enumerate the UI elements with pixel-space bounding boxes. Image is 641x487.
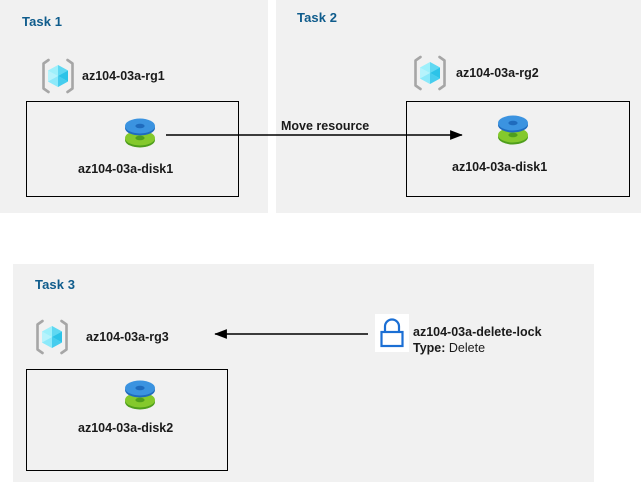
task-2-title: Task 2 [297,10,338,25]
resource-group-icon [39,57,77,95]
lock-type-value: Delete [448,341,486,355]
panel-task-3 [13,264,594,482]
lock-type-row: Type: Delete [413,341,485,357]
resource-group-icon [33,318,71,356]
padlock-icon [375,314,409,352]
move-resource-arrow [166,130,463,140]
panel-task-1 [0,0,268,213]
resource-group-icon [411,54,449,92]
resource-box-task-1 [26,101,239,197]
managed-disk-icon [119,375,161,415]
resource-box-task-2 [406,101,630,197]
managed-disk-icon [119,113,161,153]
managed-disk-icon [492,110,534,150]
lock-name-label: az104-03a-delete-lock [413,325,542,339]
move-resource-label: Move resource [281,119,370,133]
resource-group-label-rg3: az104-03a-rg3 [86,330,169,344]
disk-label-task-2: az104-03a-disk1 [452,160,548,174]
task-3-title: Task 3 [35,277,76,292]
disk-label-task-1: az104-03a-disk1 [78,162,174,176]
resource-group-label-rg2: az104-03a-rg2 [456,66,539,80]
lock-type-key: Type: [413,341,446,355]
resource-group-label-rg1: az104-03a-rg1 [82,69,165,83]
disk-label-task-3: az104-03a-disk2 [78,421,174,435]
lock-target-arrow [214,329,368,339]
task-1-title: Task 1 [22,14,63,29]
panel-task-2 [276,0,641,213]
resource-box-task-3 [26,369,228,471]
